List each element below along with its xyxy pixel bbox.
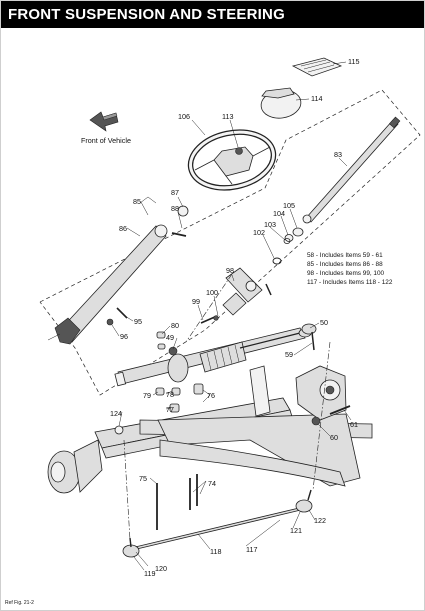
callout-74: 74 bbox=[208, 479, 216, 488]
figure-reference: Ref Fig. 21-2 bbox=[5, 600, 34, 606]
callout-113: 113 bbox=[222, 112, 233, 121]
note-98: 98 - Includes Items 99, 100 bbox=[307, 270, 385, 277]
callout-99: 99 bbox=[192, 297, 200, 306]
callout-labels: 115 114 106 113 83 87 85 88 86 105 104 1… bbox=[110, 57, 359, 578]
callout-118: 118 bbox=[210, 547, 221, 556]
callout-119: 119 bbox=[144, 569, 155, 578]
steering-wheel bbox=[187, 129, 277, 191]
left-hub bbox=[47, 439, 103, 494]
callout-61: 61 bbox=[350, 420, 358, 429]
callout-124: 124 bbox=[110, 409, 122, 418]
callout-85: 85 bbox=[133, 197, 141, 206]
horn-emblem bbox=[291, 57, 343, 77]
steering-shaft bbox=[302, 116, 401, 224]
callout-122: 122 bbox=[314, 516, 326, 525]
bolt-61 bbox=[329, 405, 351, 415]
callout-106: 106 bbox=[178, 112, 190, 121]
nut-96 bbox=[106, 318, 114, 326]
pinch-nut bbox=[213, 315, 219, 321]
column-nut bbox=[177, 205, 189, 217]
callout-78: 78 bbox=[166, 390, 174, 399]
callout-77: 77 bbox=[166, 405, 174, 414]
callout-75: 75 bbox=[139, 474, 147, 483]
callout-86: 86 bbox=[119, 224, 127, 233]
front-axle-frame bbox=[94, 365, 373, 487]
steering-cover bbox=[260, 87, 302, 119]
intermediate-shaft bbox=[222, 267, 272, 316]
callout-87: 87 bbox=[171, 188, 179, 197]
callout-120: 120 bbox=[155, 564, 167, 573]
callout-114: 114 bbox=[311, 94, 322, 103]
callout-80: 80 bbox=[171, 321, 179, 330]
callout-104: 104 bbox=[273, 209, 285, 218]
rack-mount-bushings bbox=[155, 331, 204, 413]
steering-column bbox=[47, 224, 168, 345]
callout-49: 49 bbox=[166, 333, 174, 342]
note-117: 117 - Includes Items 118 - 122 bbox=[307, 279, 393, 286]
front-of-vehicle-label: Front of Vehicle bbox=[81, 136, 131, 145]
nut-124 bbox=[114, 425, 124, 435]
leader-lines bbox=[111, 61, 352, 571]
callout-117: 117 bbox=[246, 545, 257, 554]
callout-79: 79 bbox=[143, 391, 151, 400]
centerline-left bbox=[123, 439, 131, 541]
shaft-rings bbox=[272, 227, 304, 265]
callout-105: 105 bbox=[283, 201, 295, 210]
callout-95: 95 bbox=[134, 317, 142, 326]
column-bolt bbox=[171, 232, 187, 237]
callout-98: 98 bbox=[226, 266, 234, 275]
callout-88: 88 bbox=[171, 204, 179, 213]
callout-60: 60 bbox=[330, 433, 338, 442]
note-58: 58 - Includes Items 59 - 61 bbox=[307, 252, 383, 259]
callout-115: 115 bbox=[348, 57, 359, 66]
callout-121: 121 bbox=[290, 526, 302, 535]
right-knuckle bbox=[295, 365, 347, 421]
page-title: FRONT SUSPENSION AND STEERING bbox=[1, 1, 424, 28]
callout-100: 100 bbox=[206, 288, 218, 297]
callout-59: 59 bbox=[285, 350, 293, 359]
nut-60 bbox=[311, 416, 321, 426]
centerline-right bbox=[312, 341, 331, 491]
front-arrow-icon bbox=[89, 111, 119, 132]
callout-103: 103 bbox=[264, 220, 276, 229]
note-85: 85 - Includes Items 86 - 88 bbox=[307, 261, 383, 268]
callout-50: 50 bbox=[320, 318, 328, 327]
callout-96: 96 bbox=[120, 332, 128, 341]
steering-rack bbox=[114, 327, 312, 387]
kit-notes: 58 - Includes Items 59 - 61 85 - Include… bbox=[307, 252, 393, 286]
centerline-shaft bbox=[185, 273, 233, 343]
callout-76: 76 bbox=[207, 391, 215, 400]
assembly-boundary bbox=[39, 89, 421, 396]
callout-102: 102 bbox=[253, 228, 265, 237]
callout-83: 83 bbox=[334, 150, 342, 159]
tie-rod-assembly bbox=[122, 489, 313, 558]
